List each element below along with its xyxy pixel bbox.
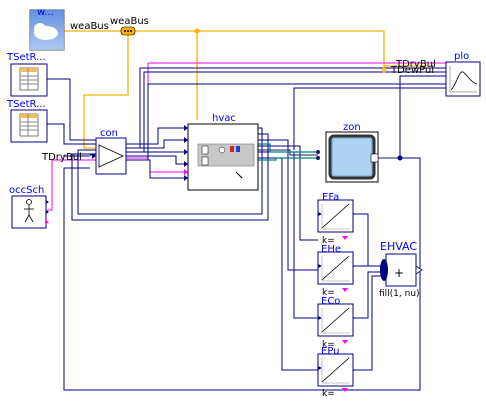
controller-block[interactable]: con TDryBul — [41, 128, 127, 175]
setpoint-table-1-label: TSetR... — [6, 52, 46, 63]
energy-meter-heating-param: k= — [322, 288, 335, 298]
connections — [47, 28, 446, 391]
damper-icon — [201, 145, 209, 155]
weather-label: w... — [37, 7, 54, 18]
energy-meter-pump-param: k= — [322, 389, 335, 399]
integrator-icon — [321, 357, 350, 383]
real-signal-lines — [47, 67, 446, 391]
tdrybul-label-con: TDryBul — [41, 152, 82, 163]
sum-symbol: + — [394, 266, 404, 280]
junction — [316, 156, 320, 160]
fluid-port-lines — [258, 143, 318, 161]
energy-meter-pump-label: EPu — [321, 346, 340, 357]
integrator-icon — [321, 255, 350, 281]
energy-meter-cooling[interactable]: ECo k= — [317, 296, 354, 350]
energy-meter-fan[interactable]: EFa k= — [317, 192, 354, 246]
hvac-block[interactable]: hvac — [184, 113, 259, 191]
energy-meter-cooling-param: k= — [322, 340, 335, 350]
person-icon — [26, 199, 32, 205]
cooling-coil-icon — [236, 146, 240, 152]
energy-meter-heating[interactable]: EHe k= — [317, 244, 354, 298]
plotter-label: plo — [454, 51, 469, 62]
setpoint-table-2[interactable]: TSetR... — [6, 99, 48, 143]
energy-meter-fan-param: k= — [322, 236, 335, 246]
controller-label: con — [100, 128, 118, 139]
tdrybul-label-plo: TDryBul — [395, 59, 436, 70]
heating-coil-icon — [230, 146, 234, 152]
weabus-connector-icon[interactable] — [120, 26, 136, 36]
energy-meter-heating-label: EHe — [321, 244, 341, 255]
zone-label: zon — [343, 122, 361, 133]
pump-icon — [235, 171, 243, 179]
junction — [316, 150, 320, 154]
energy-meter-fan-label: EFa — [322, 192, 339, 203]
damper-icon — [201, 156, 209, 166]
weabus-label-2: weaBus — [110, 16, 149, 27]
integrator-icon — [321, 203, 350, 229]
occupancy-schedule[interactable]: occSch — [9, 185, 49, 229]
hvac-energy-sum[interactable]: + EHVAC fill(1, nu) — [379, 240, 423, 299]
occupancy-schedule-label: occSch — [9, 185, 44, 196]
energy-meter-cooling-label: ECo — [321, 296, 340, 307]
junction — [397, 155, 403, 161]
hvac-label: hvac — [212, 113, 236, 124]
plot-curve-icon — [450, 71, 478, 91]
setpoint-table-2-label: TSetR... — [6, 99, 46, 110]
energy-meter-pump[interactable]: EPu k= — [317, 346, 354, 399]
weather-bus-lines — [64, 30, 430, 149]
fan-icon — [218, 146, 226, 154]
weabus-label-1: weaBus — [70, 21, 109, 32]
hvac-energy-sum-label: EHVAC — [380, 240, 417, 253]
zone-block[interactable]: zon — [325, 122, 379, 183]
cloud-icon — [34, 23, 46, 35]
setpoint-table-1[interactable]: TSetR... — [6, 52, 48, 97]
hvac-energy-sum-param: fill(1, nu) — [379, 289, 420, 299]
integrator-icon — [321, 307, 350, 333]
tdewpul-label-plo: TDewPul — [390, 65, 434, 76]
weather-block[interactable]: w... — [29, 7, 65, 51]
plotter-block[interactable]: plo TDryBul TDewPul — [381, 51, 481, 97]
multi-input-connector-icon — [380, 259, 388, 281]
bus-junction — [194, 28, 200, 34]
